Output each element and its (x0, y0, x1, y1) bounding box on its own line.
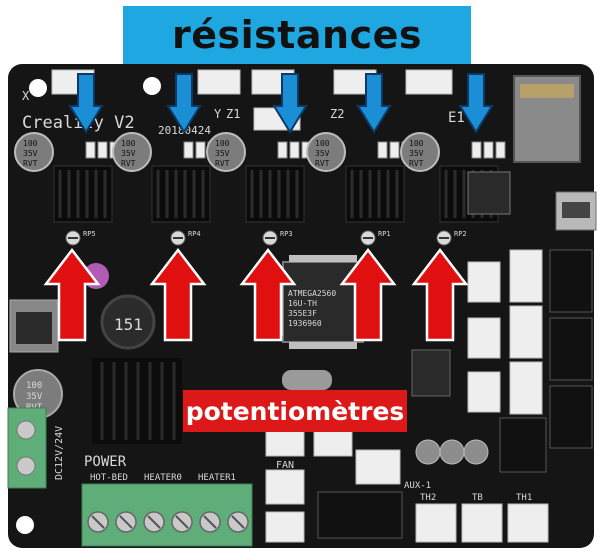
mcu-label: ATMEGA2560 (288, 289, 336, 298)
red-arrow-icon (239, 247, 297, 342)
mounting-hole (29, 79, 47, 97)
capacitor-text: RVT (121, 159, 136, 168)
capacitor-text: 35V (409, 149, 424, 158)
potentiometer-label: RP3 (280, 230, 293, 238)
resistor (85, 141, 96, 159)
capacitor-text: 35V (121, 149, 136, 158)
capacitor-text: RVT (215, 159, 230, 168)
fan-silkscreen: FAN (276, 460, 294, 471)
capacitor (206, 132, 246, 172)
blue-arrow-icon (272, 73, 308, 134)
header-pins (317, 249, 593, 539)
capacitor-row: 10035VRVT10035VRVT10035VRVT10035VRVT1003… (14, 132, 506, 172)
capacitor-text: 100 (23, 139, 38, 148)
capacitor-text: 100 (121, 139, 136, 148)
terminal-label: HEATER0 (144, 473, 182, 483)
sensor-label: TH2 (420, 493, 436, 503)
capacitor-text: 35V (215, 149, 230, 158)
small-capacitors (415, 439, 489, 465)
inductor-label: 151 (114, 315, 143, 334)
heater-terminals (81, 483, 253, 547)
resistor (277, 141, 288, 159)
capacitor-text: RVT (23, 159, 38, 168)
red-arrow-icon (411, 247, 469, 342)
driver-heatsink (345, 165, 405, 223)
potentiometer-label: RP5 (83, 230, 96, 238)
resistor (97, 141, 108, 159)
capacitor-text: 100 (409, 139, 424, 148)
aux-silkscreen: AUX-1 (404, 481, 431, 491)
serial-chip (411, 349, 451, 397)
red-arrow-icon (43, 247, 101, 342)
brand-silkscreen: Creality V2 (22, 113, 135, 133)
resistor (483, 141, 494, 159)
svg-text:35V: 35V (26, 392, 43, 402)
terminal-label: HEATER1 (198, 473, 236, 483)
blue-arrow-icon (458, 73, 494, 134)
capacitor (112, 132, 152, 172)
sensor-label: TB (472, 493, 483, 503)
mcu-label: 16U-TH (288, 299, 317, 308)
sensor-label: TH1 (516, 493, 532, 503)
mounting-hole (143, 77, 161, 95)
mcu-label: 1936960 (288, 319, 322, 328)
inductor (100, 294, 156, 350)
potentiometer-label: RP1 (378, 230, 391, 238)
power-silkscreen: POWER (84, 454, 127, 470)
crystal (282, 370, 332, 390)
potentiometers-label: potentiomètres (183, 390, 407, 432)
blue-arrow-icon (356, 73, 392, 134)
resistor (289, 141, 300, 159)
axis-label: E1 (448, 110, 465, 126)
potentiometer-label: RP4 (188, 230, 201, 238)
capacitor (14, 132, 54, 172)
svg-text:100: 100 (26, 381, 42, 391)
right-connectors (467, 249, 543, 415)
capacitor (306, 132, 346, 172)
usb-chip (467, 171, 511, 215)
resistances-label: résistances (123, 6, 471, 64)
capacitor (400, 132, 440, 172)
power-terminal (7, 407, 47, 489)
bottom-connectors (265, 421, 549, 543)
axis-label: Z1 (226, 107, 240, 121)
resistor (195, 141, 206, 159)
blue-arrow-icon (68, 73, 104, 134)
axis-label: Z2 (330, 107, 344, 121)
potentiometer-label: RP2 (454, 230, 467, 238)
potentiometer-row: RP5 RP4 RP3 RP1 RP2 (65, 230, 467, 246)
mcu-label: 355E3F (288, 309, 317, 318)
resistor (471, 141, 482, 159)
resistor (377, 141, 388, 159)
resistor (183, 141, 194, 159)
driver-heatsink (53, 165, 113, 223)
power-rating-silkscreen: DC12V/24V (54, 426, 65, 480)
driver-heatsink (151, 165, 211, 223)
resistor (495, 141, 506, 159)
capacitor-text: 35V (315, 149, 330, 158)
mounting-hole (16, 516, 34, 534)
capacitor-text: 100 (215, 139, 230, 148)
axis-label: Y (214, 107, 222, 121)
blue-arrow-icon (166, 73, 202, 134)
red-arrow-icon (339, 247, 397, 342)
terminal-label: HOT-BED (90, 473, 128, 483)
resistor (389, 141, 400, 159)
capacitor-text: 100 (315, 139, 330, 148)
capacitor-text: RVT (315, 159, 330, 168)
capacitor-text: 35V (23, 149, 38, 158)
driver-heatsink (245, 165, 305, 223)
capacitor-text: RVT (409, 159, 424, 168)
red-arrow-icon (149, 247, 207, 342)
axis-label: X (22, 89, 30, 103)
